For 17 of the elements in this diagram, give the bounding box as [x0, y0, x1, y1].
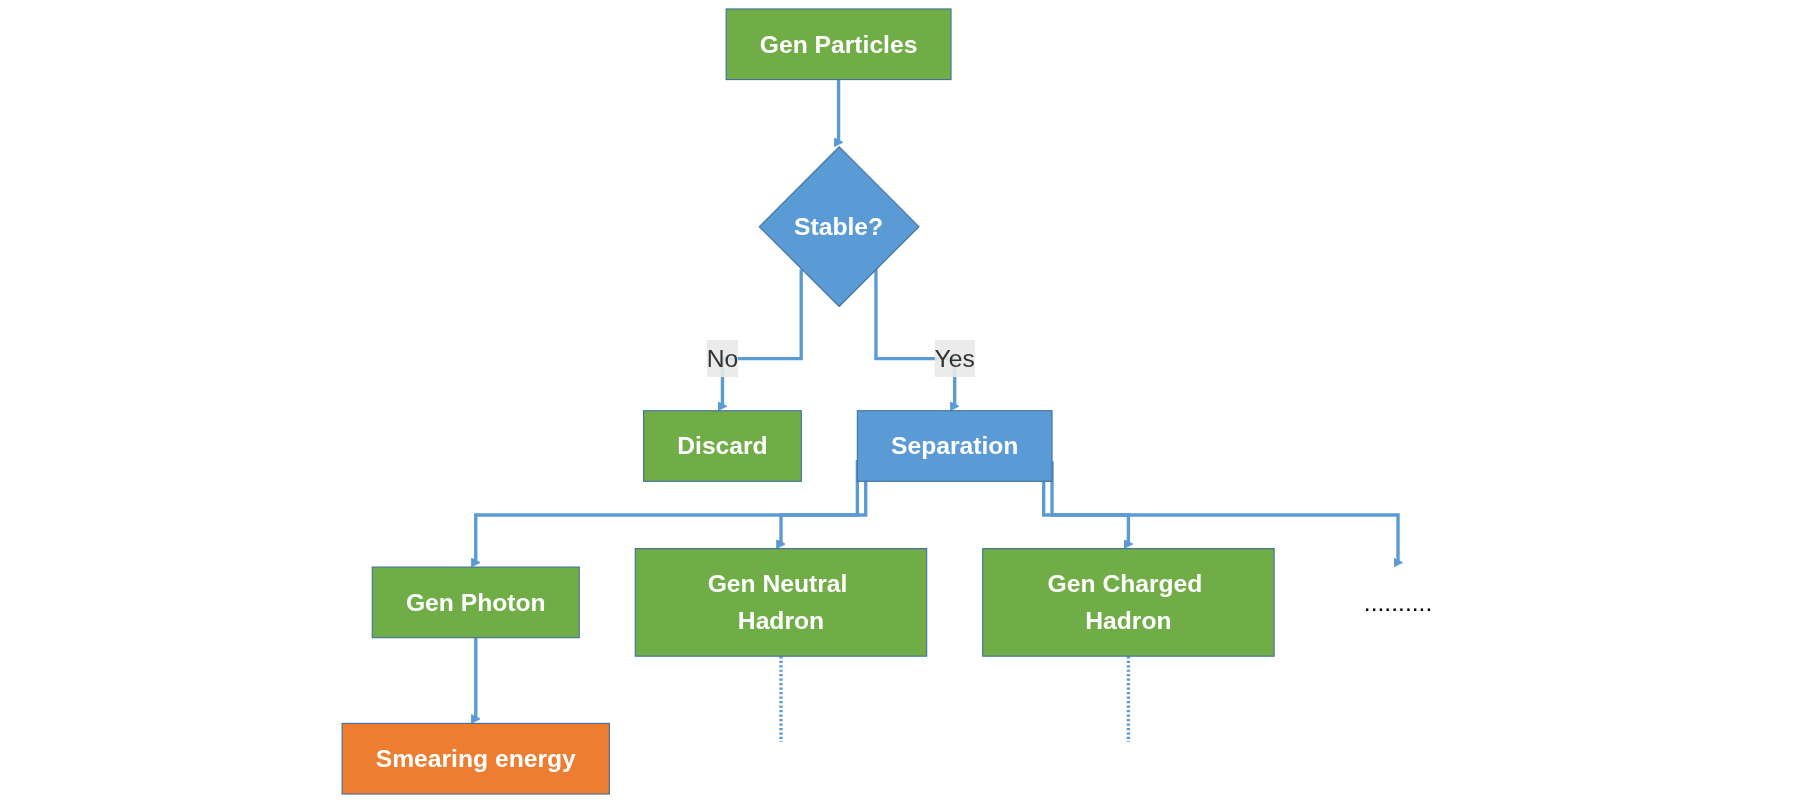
connector — [779, 656, 783, 744]
node-box: Separation — [856, 410, 1053, 482]
edge-label: No — [706, 344, 739, 373]
connector — [1126, 656, 1131, 744]
node-text: .......... — [1363, 588, 1433, 617]
node-box: Discard — [643, 410, 802, 482]
arrow — [1042, 481, 1134, 550]
node-box: Gen Charged Hadron — [982, 548, 1275, 657]
node-diamond: Stable? — [758, 146, 920, 308]
node-box: Smearing energy — [341, 722, 610, 795]
arrow — [470, 637, 481, 724]
edge-label: Yes — [934, 344, 975, 373]
node-box: Gen Neutral Hadron — [634, 548, 928, 657]
arrow — [776, 481, 868, 550]
arrow — [833, 79, 844, 148]
node-box: Gen Photon — [371, 566, 580, 639]
node-box: Gen Particles — [725, 8, 952, 81]
